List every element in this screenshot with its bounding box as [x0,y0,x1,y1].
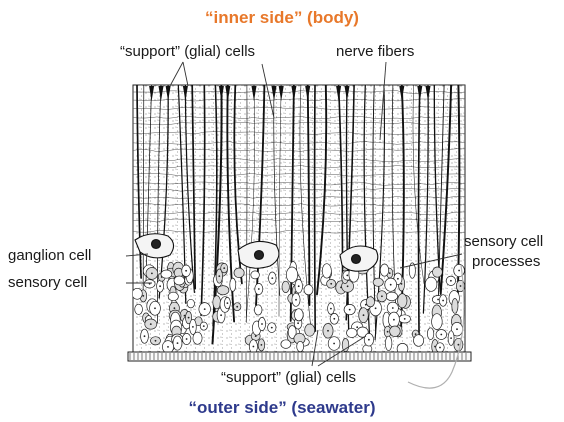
inner-side-heading: “inner side” (body) [0,9,564,26]
outer-border [128,352,471,361]
nerve-fibers-label: nerve fibers [336,44,414,59]
sensory-processes-label-line1: sensory cell [464,234,543,249]
ganglion-cell-label: ganglion cell [8,248,91,263]
support-cells-top-label: “support” (glial) cells [120,44,255,59]
sensory-cell-label: sensory cell [8,275,87,290]
support-cells-bottom-label: “support” (glial) cells [221,370,356,385]
sensory-processes-label-line2: processes [472,254,540,269]
outer-side-heading: “outer side” (seawater) [0,399,564,416]
